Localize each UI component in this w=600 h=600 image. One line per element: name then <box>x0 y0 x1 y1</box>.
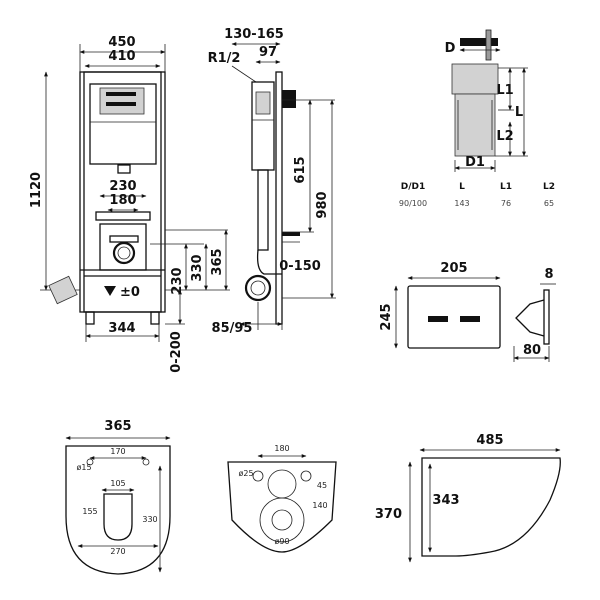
dim-width-inner: 410 <box>108 49 135 64</box>
dim-back-height-140: 140 <box>312 501 327 510</box>
dim-bowl-length: 485 <box>476 433 503 448</box>
dim-inner-width: 105 <box>110 479 125 488</box>
dim-height-615: 615 <box>293 156 308 183</box>
dim-bottom-width: 270 <box>110 547 125 556</box>
dim-plate-depth: 80 <box>523 343 541 358</box>
table-header: D/D1 <box>401 182 426 192</box>
dim-depth-97: 97 <box>259 45 277 60</box>
pipe-table: D/D1 L L1 L2 90/100 143 76 65 <box>399 182 555 208</box>
table-cell: 76 <box>501 199 511 208</box>
table-cell: 65 <box>544 199 554 208</box>
dim-base-width: 344 <box>108 321 135 336</box>
label-l: L <box>515 105 523 120</box>
dim-bracket-width: 230 <box>109 179 136 194</box>
label-l1: L1 <box>496 83 513 98</box>
dim-outlet-dia: ø90 <box>274 537 289 546</box>
dim-inner-height: 155 <box>82 507 97 516</box>
frame-front-view: 450 410 ±0 230 180 112 <box>29 35 230 373</box>
dim-bowl-height-343: 343 <box>432 493 459 508</box>
dim-hole-spacing: 170 <box>110 447 125 456</box>
dim-back-height-45: 45 <box>317 481 327 490</box>
dim-plate-width: 205 <box>440 261 467 276</box>
table-header: L <box>459 182 465 192</box>
dim-height-330: 330 <box>190 254 205 281</box>
dim-plate-thickness: 8 <box>544 267 553 282</box>
dim-height-980: 980 <box>315 191 330 218</box>
dim-back-spacing: 180 <box>274 444 289 453</box>
label-l2: L2 <box>496 129 513 144</box>
table-cell: 90/100 <box>399 199 427 208</box>
flush-plate-side: 8 80 <box>513 267 556 362</box>
dim-offset: 85/95 <box>212 321 253 336</box>
dim-depth-range: 130-165 <box>224 27 284 42</box>
table-cell: 143 <box>454 199 469 208</box>
table-header: L2 <box>543 182 555 192</box>
dim-height-230: 230 <box>170 267 185 294</box>
dim-width-outer: 450 <box>108 35 135 50</box>
flush-plate-front: 205 245 <box>379 261 501 349</box>
label-d: D <box>445 41 456 56</box>
dim-thread: R1/2 <box>208 51 241 66</box>
dim-outer-height: 330 <box>142 515 157 524</box>
dim-plate-height: 245 <box>379 303 394 330</box>
dim-height-total: 1120 <box>29 172 44 208</box>
dim-bowl-height-370: 370 <box>375 507 402 522</box>
dim-zero-level: ±0 <box>120 285 140 300</box>
bowl-top-view: 365 170 ø15 105 155 330 270 <box>65 419 171 575</box>
dim-range-0-200: 0-200 <box>169 331 184 373</box>
dim-hole-dia: ø15 <box>76 463 91 472</box>
label-d1: D1 <box>465 155 485 170</box>
dim-bowl-width: 365 <box>104 419 131 434</box>
frame-side-view: 130-165 97 R1/2 615 980 0-150 85 <box>208 27 336 336</box>
dim-range-0-150: 0-150 <box>279 259 321 274</box>
bowl-back-view: 180 ø25 45 140 ø90 <box>227 444 337 553</box>
table-header: L1 <box>500 182 512 192</box>
dim-height-365: 365 <box>210 248 225 275</box>
dim-back-hole-25: ø25 <box>238 469 253 478</box>
bowl-side-view: 485 370 343 <box>375 433 561 563</box>
dim-bracket-inner: 180 <box>109 193 136 208</box>
pipe-detail: D L1 L2 L D1 D/D1 L L1 L2 90/100 143 <box>399 29 555 208</box>
